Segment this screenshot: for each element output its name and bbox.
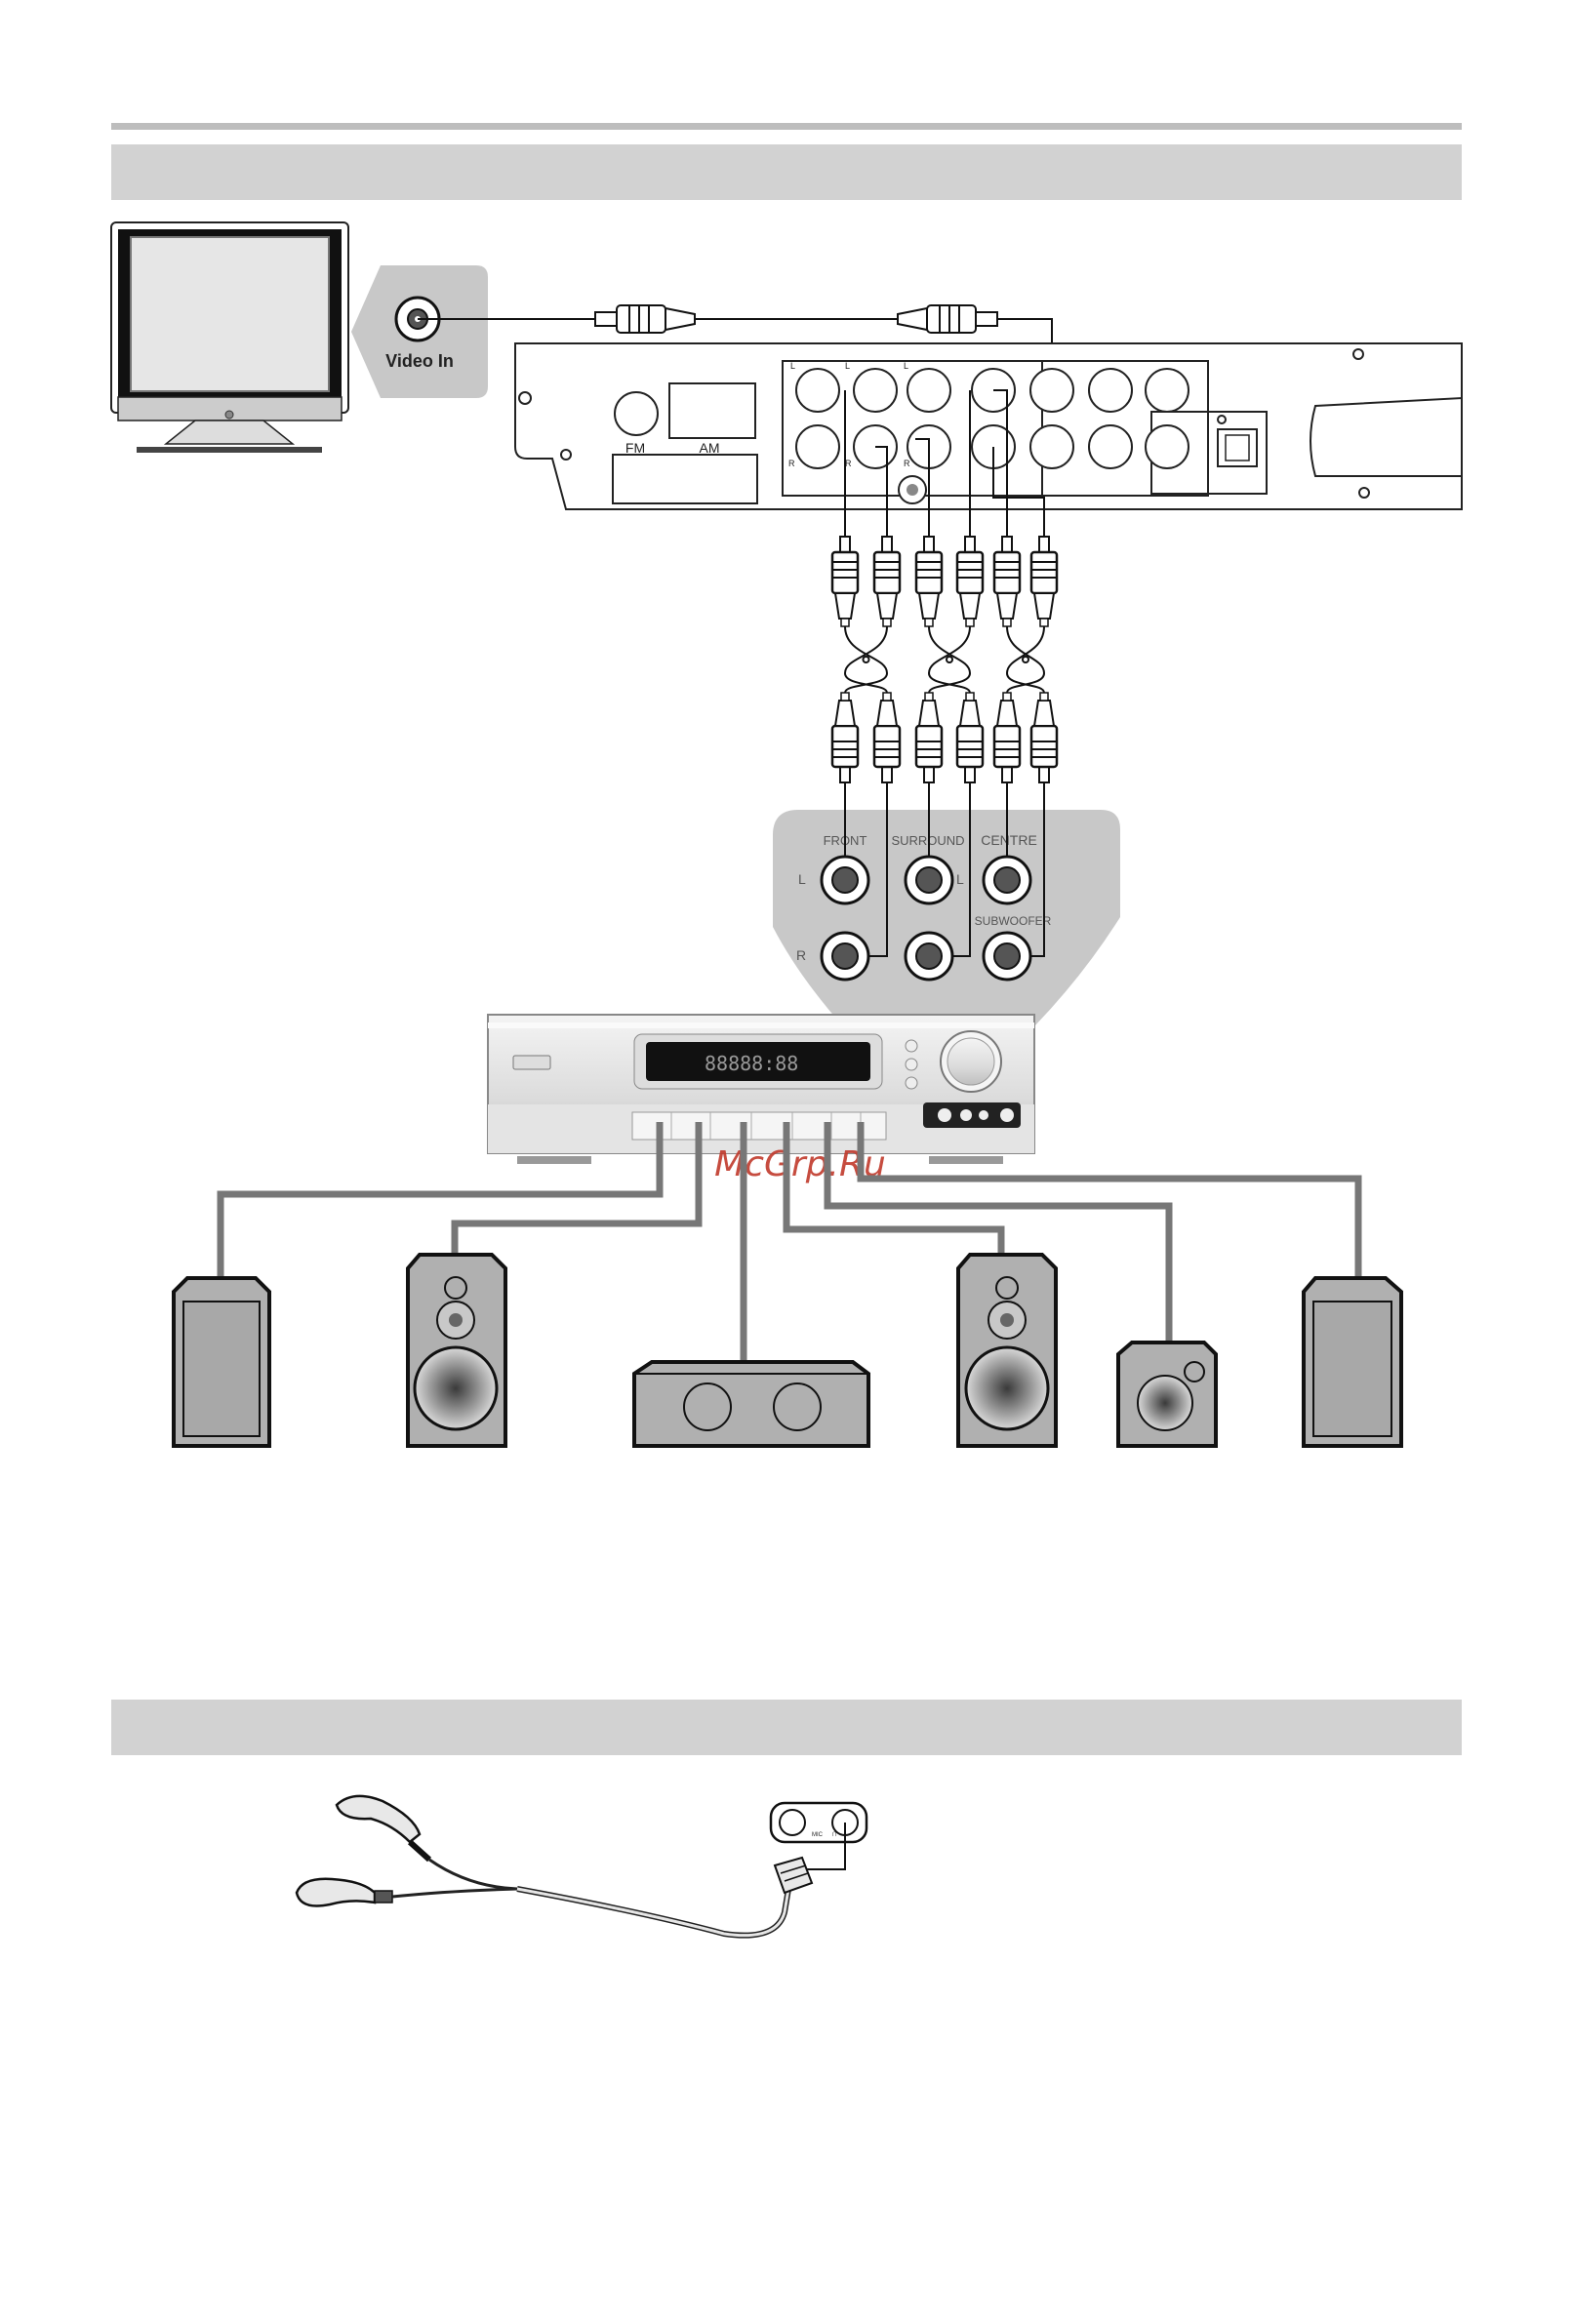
front-speaker-left — [408, 1255, 505, 1446]
back-jack-1 — [796, 369, 839, 412]
surround-speaker-right — [1304, 1278, 1401, 1446]
amp-right-label: R — [796, 947, 806, 963]
cable-twists — [845, 626, 1044, 693]
rca-plug-upper-6 — [1031, 537, 1057, 626]
av-receiver: 88888:88 — [488, 1015, 1034, 1164]
tv-video-in-panel: Video In — [351, 265, 488, 398]
subwoofer-speaker — [1118, 1342, 1216, 1446]
back-jack-14 — [1146, 425, 1189, 468]
am-label: AM — [700, 440, 720, 456]
rca-plug-lower-3 — [916, 693, 942, 782]
rca-plug-lower-2 — [874, 693, 900, 782]
back-jack-7 — [1146, 369, 1189, 412]
back-jack-12 — [1030, 425, 1073, 468]
rca-plug-upper-2 — [874, 537, 900, 626]
cable-twist-knot-3 — [1023, 657, 1028, 662]
centre-speaker — [634, 1362, 868, 1446]
rca-plug-lower-5 — [994, 693, 1020, 782]
back-jack-8 — [796, 425, 839, 468]
amp-left-label-2: L — [956, 871, 964, 887]
rca-plug-lower-4 — [957, 693, 983, 782]
rca-plug-upper-3 — [916, 537, 942, 626]
rca-plugs-lower — [832, 693, 1057, 782]
front-speaker-right — [958, 1255, 1056, 1446]
jack-l-label-2: L — [845, 361, 850, 371]
headphones — [297, 1796, 812, 1936]
rca-plug-upper-1 — [832, 537, 858, 626]
rca-plugs-upper — [832, 537, 1057, 626]
surround-speaker-left — [174, 1278, 269, 1446]
headphone-jack-panel: MIC ∩ — [771, 1803, 867, 1869]
rca-plug-upper-4 — [957, 537, 983, 626]
amp-jack-core-3 — [916, 867, 942, 893]
cable-twist-knot-1 — [864, 657, 869, 662]
receiver-display-text: 88888:88 — [705, 1052, 798, 1075]
back-jack-2 — [854, 369, 897, 412]
cable-twist-knot-2 — [947, 657, 952, 662]
amp-left-label: L — [798, 871, 806, 887]
player-back-panel: FM AM L L L R R R — [515, 343, 1462, 509]
amp-jack-core-6 — [994, 943, 1020, 969]
amp-jack-core-2 — [832, 943, 858, 969]
headphone-icon: ∩ — [831, 1828, 837, 1838]
amp-input-panel: FRONT SURROUND CENTRE SUBWOOFER L R L — [773, 782, 1120, 1026]
back-jack-6 — [1089, 369, 1132, 412]
jack-r-label-1: R — [788, 459, 795, 468]
back-jack-3 — [907, 369, 950, 412]
speaker-cables — [221, 1122, 1358, 1362]
rca-plug-lower-1 — [832, 693, 858, 782]
back-jack-13 — [1089, 425, 1132, 468]
amp-jack-core-4 — [916, 943, 942, 969]
tv-monitor — [111, 222, 348, 453]
centre-label: CENTRE — [981, 832, 1037, 848]
jack-r-label-2: R — [845, 459, 852, 468]
jack-l-label-1: L — [790, 361, 795, 371]
mic-label: MIC — [812, 1832, 824, 1838]
back-jack-5 — [1030, 369, 1073, 412]
jack-r-label-3: R — [904, 459, 910, 468]
fm-label: FM — [625, 440, 645, 456]
subwoofer-label: SUBWOOFER — [975, 914, 1052, 928]
amp-jack-core-5 — [994, 867, 1020, 893]
rca-plug-upper-5 — [994, 537, 1020, 626]
amp-jack-core-1 — [832, 867, 858, 893]
video-in-label: Video In — [385, 351, 454, 371]
jack-l-label-3: L — [904, 361, 908, 371]
rca-plug-lower-6 — [1031, 693, 1057, 782]
